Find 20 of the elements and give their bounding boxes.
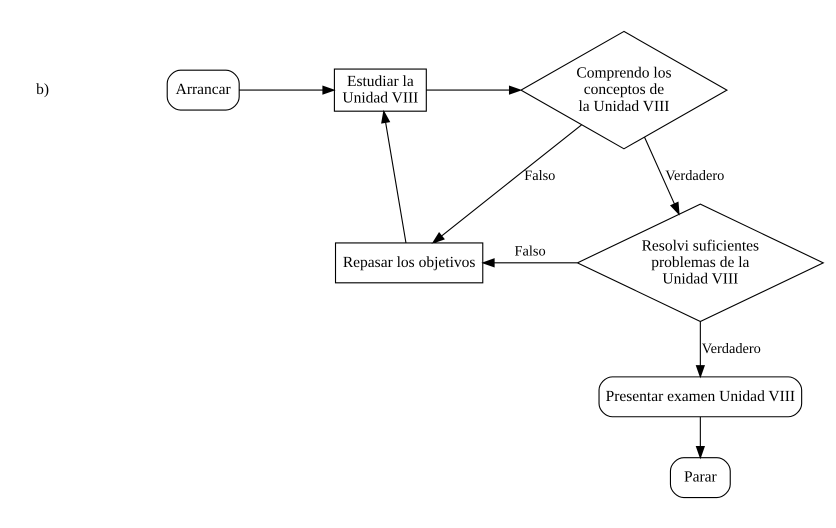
arrow xyxy=(239,84,336,94)
edge-label: Falso xyxy=(514,243,546,260)
node-diamond: Resolvi suficientes problemas de la Unidad VIII xyxy=(576,203,825,322)
node-box: Presentar examen Unidad VIII xyxy=(598,376,802,417)
arrow xyxy=(426,84,522,94)
label: b) xyxy=(36,80,50,98)
edge-label: Verdadero xyxy=(665,168,724,184)
node-box: Estudiar la Unidad VIII xyxy=(334,68,427,112)
arrow xyxy=(381,109,406,242)
node-box: Parar xyxy=(670,456,731,498)
node-box: Arrancar xyxy=(166,69,240,110)
edge-label: Verdadero xyxy=(702,340,761,356)
arrow xyxy=(644,136,680,216)
arrow xyxy=(432,124,582,244)
arrow xyxy=(481,258,578,267)
arrow xyxy=(696,321,705,378)
arrow xyxy=(696,416,705,459)
node-diamond: Comprendo los conceptos de la Unidad VIII xyxy=(520,30,728,149)
node-box: Repasar los objetivos xyxy=(334,242,484,283)
edge-label: Falso xyxy=(524,168,556,184)
